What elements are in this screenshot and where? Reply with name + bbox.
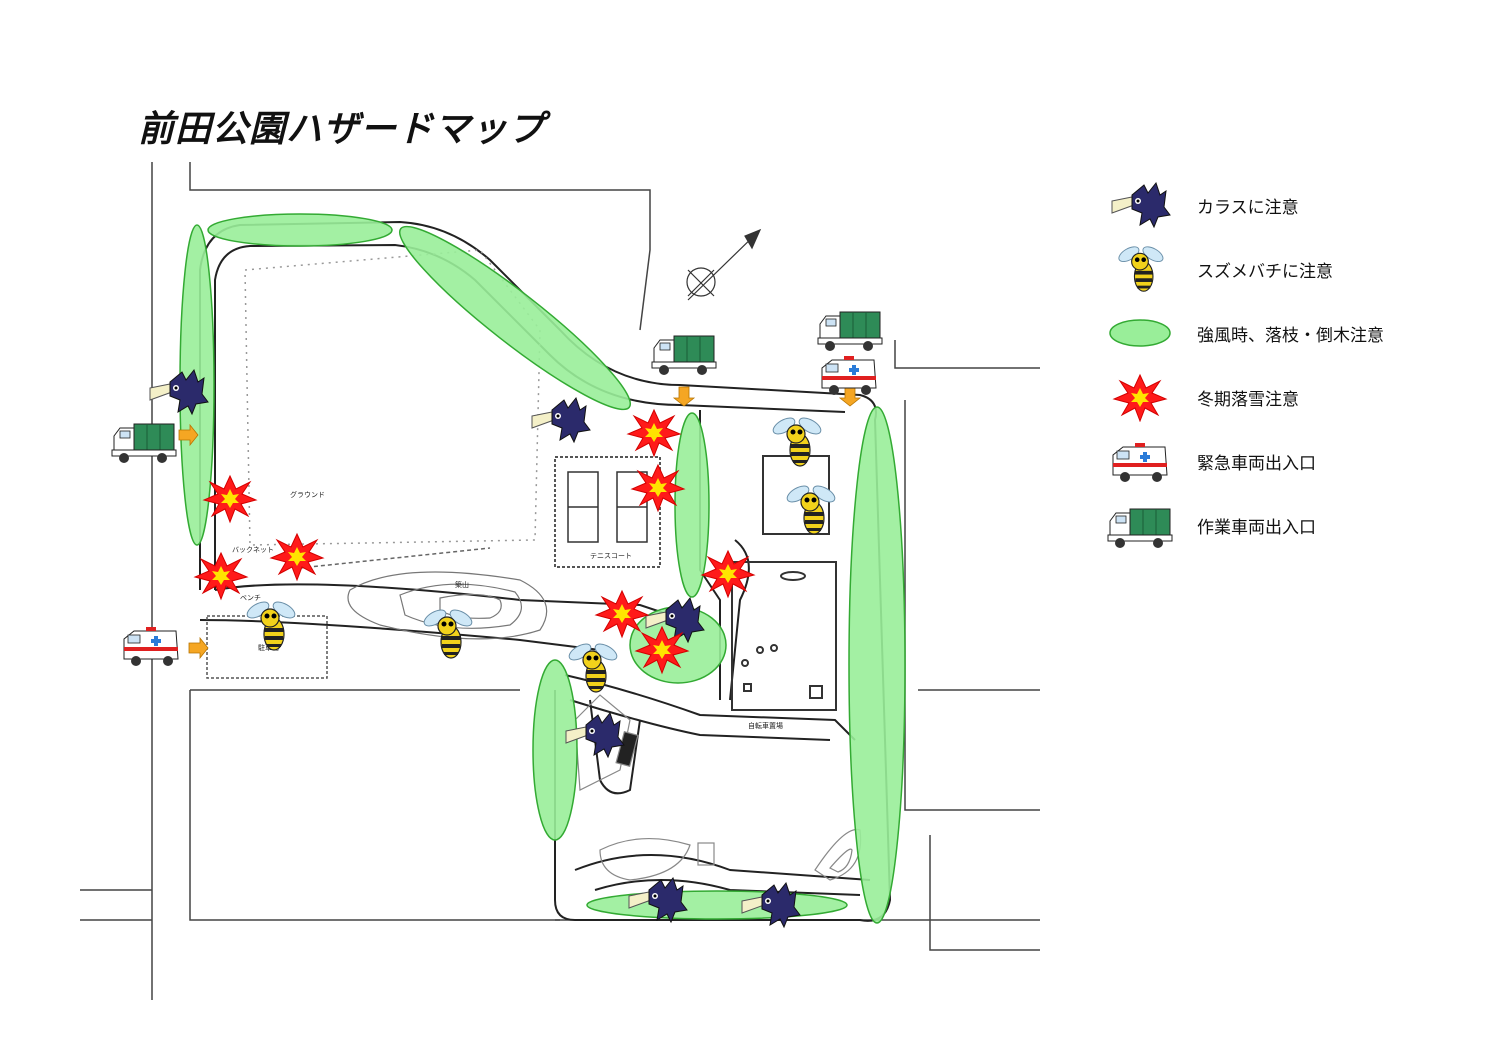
bicycle-parking-label: 自転車置場 [748, 721, 783, 730]
legend-label: 作業車両出入口 [1197, 518, 1316, 538]
backnet-label: バックネット [232, 546, 274, 554]
wasp-icon [244, 598, 298, 651]
legend-item-tree-zone: 強風時、落枝・倒木注意 [1105, 308, 1485, 358]
work-truck-icon [817, 311, 883, 352]
map-title: 前田公園ハザードマップ [138, 109, 546, 150]
snow-burst-icon [1113, 374, 1167, 422]
crow-icon [1111, 182, 1171, 228]
ambulance-entry-arrow-west [188, 637, 209, 659]
ambulance-entry-arrow-north [839, 386, 861, 407]
north-arrow-icon [686, 228, 762, 301]
legend-item-crow: カラスに注意 [1105, 180, 1485, 230]
strong-wind-zones [179, 213, 906, 924]
snow-burst-icon [270, 533, 324, 581]
tree-zone-icon [1109, 319, 1171, 347]
ambulance-icon [123, 626, 179, 667]
legend-item-truck: 作業車両出入口 [1105, 500, 1485, 550]
backnet-fence [299, 547, 491, 569]
legend-item-snow: 冬期落雪注意 [1105, 372, 1485, 422]
wasp-icon [770, 414, 824, 467]
wasp-icon [1115, 244, 1166, 292]
legend-label: スズメバチに注意 [1197, 262, 1333, 282]
work-truck-icon [111, 423, 177, 464]
truck-icon [1107, 508, 1173, 549]
tennis-court-label: テニスコート [590, 552, 632, 560]
crow-icon [531, 397, 591, 443]
legend-label: 緊急車両出入口 [1197, 454, 1316, 474]
tennis-court [554, 456, 661, 568]
snow-burst-icon [701, 550, 755, 598]
legend-item-wasp: スズメバチに注意 [1105, 244, 1485, 294]
park-map: グラウンド バックネット 築山 テニスコート 自転車置場 駐車場 ベンチ [80, 162, 1040, 1000]
legend-label: カラスに注意 [1197, 198, 1299, 218]
bench-label: ベンチ [240, 594, 261, 602]
truck-entry-arrow-north [673, 386, 695, 407]
work-truck-icon [651, 335, 717, 376]
park-paths [199, 220, 892, 922]
legend-item-ambulance: 緊急車両出入口 [1105, 436, 1485, 486]
snow-burst-icon [203, 475, 257, 523]
south-area-contours [574, 694, 862, 881]
legend-label: 強風時、落枝・倒木注意 [1197, 326, 1384, 346]
snow-burst-icon [194, 552, 248, 600]
ambulance-icon [1112, 442, 1168, 483]
legend-label: 冬期落雪注意 [1197, 390, 1299, 410]
snow-burst-icon [627, 409, 681, 457]
mound-label: 築山 [455, 580, 469, 589]
ground-label: グラウンド [290, 490, 325, 499]
